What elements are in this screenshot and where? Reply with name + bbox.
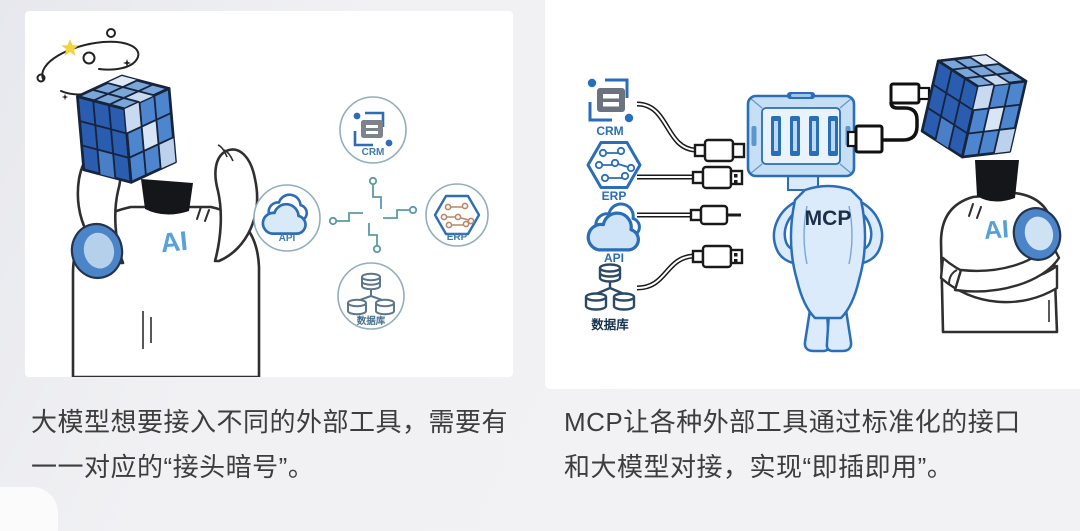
mcp-shirt-label: MCP (805, 207, 852, 230)
shoulder-patch (70, 222, 124, 280)
tool-erp: ERP (586, 141, 642, 203)
caption-line: 大模型想要接入不同的外部工具，需要有 (31, 407, 509, 437)
usb-plug-icon (691, 244, 744, 269)
right-panel: CRM ERP (545, 0, 1080, 389)
tool-label: CRM (596, 124, 623, 138)
tool-bubble-api: API (253, 184, 321, 252)
usb-plug-icon (691, 165, 744, 190)
caption-line: MCP让各种外部工具通过标准化的接口 (564, 407, 1021, 437)
rubiks-cube-head (74, 70, 179, 188)
tool-label: API (279, 233, 296, 244)
erp-hexagon-circuit-icon (586, 141, 642, 189)
usb-plug-icon (693, 138, 746, 163)
usb-plug-icon (689, 204, 741, 226)
star-icon (61, 39, 79, 56)
usb-cables (636, 101, 746, 291)
tool-label: 数据库 (590, 317, 629, 332)
connector-cross (328, 176, 418, 254)
left-illustration: AI (36, 28, 489, 377)
tool-label: API (604, 251, 624, 265)
right-illustration: CRM ERP (584, 43, 1062, 353)
right-caption: MCP让各种外部工具通过标准化的接口 和大模型对接，实现“即插即用”。 (564, 400, 1021, 490)
hub-to-ai-cable (846, 82, 931, 154)
ai-shirt-label: AI (159, 226, 189, 259)
ai-character-left: AI (70, 70, 261, 377)
mcp-character: MCP (746, 82, 931, 353)
left-caption: 大模型想要接入不同的外部工具，需要有 一一对应的“接头暗号”。 (31, 400, 508, 490)
api-cloud-icon (586, 202, 641, 252)
mcp-hub-head (746, 92, 856, 178)
database-icon (347, 272, 395, 316)
sparkle-doodle (36, 28, 140, 101)
tool-crm: CRM (587, 78, 634, 138)
crm-frame-icon (587, 78, 634, 123)
tool-bubble-erp: ERP (425, 183, 489, 247)
erp-hexagon-circuit-icon (433, 194, 481, 236)
caption-line: 和大模型对接，实现“即插即用”。 (564, 452, 954, 482)
hub-port-slots (771, 116, 838, 156)
ai-shirt-label: AI (983, 215, 1010, 245)
ai-character-right: AI (917, 43, 1062, 334)
tool-database: 数据库 (584, 263, 636, 332)
rubiks-cube-head (917, 43, 1031, 169)
tool-label: 数据库 (356, 315, 386, 327)
corner-blob (0, 487, 58, 531)
left-panel: AI (25, 11, 513, 377)
tool-bubble-database: 数据库 (337, 262, 405, 330)
shoulder-patch (1012, 207, 1062, 261)
tool-bubble-crm: CRM (339, 96, 407, 164)
database-icon (584, 263, 636, 311)
tool-label: ERP (447, 232, 468, 243)
tool-label: CRM (362, 147, 385, 158)
tool-label: ERP (602, 189, 627, 203)
caption-line: 一一对应的“接头暗号”。 (31, 452, 315, 482)
tool-api: API (586, 202, 641, 265)
crm-frame-icon (353, 111, 393, 147)
